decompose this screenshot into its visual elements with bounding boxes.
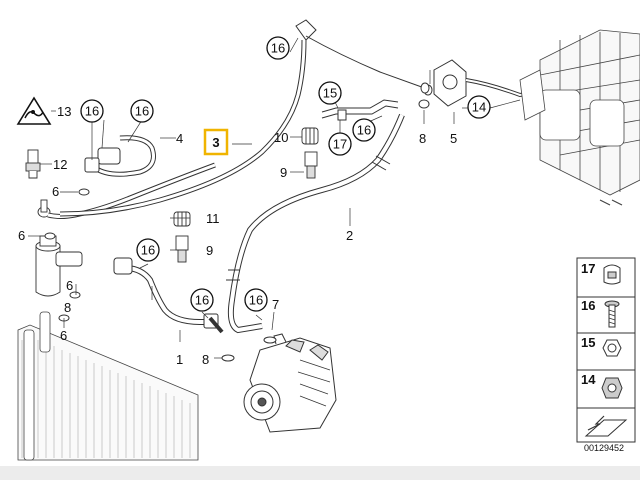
- callout-16-top: 16: [266, 36, 290, 60]
- svg-text:15: 15: [323, 86, 337, 101]
- svg-text:6: 6: [60, 328, 67, 343]
- legend-item-15: 15: [581, 335, 622, 357]
- svg-text:9: 9: [280, 165, 287, 180]
- callout-14: 14: [467, 95, 491, 119]
- pipe-2: [226, 113, 405, 334]
- evaporator-housing: [519, 29, 640, 206]
- svg-text:16: 16: [249, 293, 263, 308]
- svg-text:16: 16: [135, 104, 149, 119]
- callout-16-pipe1: 16: [136, 238, 160, 262]
- callout-15: 15: [318, 81, 342, 105]
- svg-text:8: 8: [419, 131, 426, 146]
- callout-16-pipe4: 16: [130, 99, 154, 123]
- svg-text:17: 17: [581, 261, 595, 276]
- callout-3-highlighted: 3: [203, 128, 229, 156]
- svg-text:6: 6: [18, 228, 25, 243]
- pipe-3: [59, 19, 317, 217]
- part-labels: 13 12 6 6 6 6 4 10 9 9 11 8 8 8 5 2 1 7: [18, 104, 457, 367]
- svg-text:12: 12: [53, 157, 67, 172]
- svg-text:4: 4: [176, 131, 183, 146]
- legend-item-14: 14: [581, 372, 623, 399]
- pipe-upper: [305, 35, 431, 91]
- svg-text:13: 13: [57, 104, 71, 119]
- receiver-dryer: [35, 199, 83, 297]
- svg-text:5: 5: [450, 131, 457, 146]
- svg-text:16: 16: [85, 104, 99, 119]
- pipe-1: [113, 257, 224, 334]
- o-rings: [44, 82, 430, 362]
- document-id: 00129452: [584, 443, 625, 453]
- svg-text:6: 6: [52, 184, 59, 199]
- legend-arrow-icon: [584, 415, 628, 437]
- svg-text:8: 8: [202, 352, 209, 367]
- valve-cap-10: [301, 127, 319, 145]
- svg-text:16: 16: [271, 41, 285, 56]
- svg-text:14: 14: [472, 100, 486, 115]
- svg-text:16: 16: [195, 293, 209, 308]
- svg-text:16: 16: [141, 243, 155, 258]
- svg-text:3: 3: [212, 135, 219, 150]
- valve-cap-11: [173, 211, 191, 227]
- svg-text:15: 15: [581, 335, 595, 350]
- svg-text:17: 17: [333, 137, 347, 152]
- svg-text:9: 9: [206, 243, 213, 258]
- legend-item-17: 17: [581, 261, 621, 285]
- svg-text:16: 16: [357, 123, 371, 138]
- svg-text:14: 14: [581, 372, 596, 387]
- svg-text:1: 1: [176, 352, 183, 367]
- fastener-legend: 17 16 15 14: [576, 257, 636, 443]
- callout-16-pipe2-end: 16: [244, 288, 268, 312]
- callout-16-bracket: 16: [352, 118, 376, 142]
- bracket: [321, 99, 399, 121]
- svg-text:11: 11: [206, 211, 220, 226]
- warning-triangle-icon: [16, 96, 52, 125]
- callout-16-pipe1-end: 16: [190, 288, 214, 312]
- pressure-switch: [25, 149, 41, 179]
- expansion-valve: [423, 59, 541, 107]
- callout-17: 17: [328, 132, 352, 156]
- compressor: [243, 333, 337, 433]
- valve-9-lower: [175, 235, 189, 263]
- svg-text:10: 10: [274, 130, 288, 145]
- valve-9-upper: [304, 151, 318, 179]
- footer-bar: [0, 466, 640, 480]
- svg-text:16: 16: [581, 298, 595, 313]
- svg-text:2: 2: [346, 228, 353, 243]
- condenser: [17, 311, 199, 461]
- callout-16-condenser-line: 16: [80, 99, 104, 123]
- svg-text:7: 7: [272, 297, 279, 312]
- svg-text:8: 8: [64, 300, 71, 315]
- svg-text:6: 6: [66, 278, 73, 293]
- legend-item-16: 16: [581, 298, 620, 328]
